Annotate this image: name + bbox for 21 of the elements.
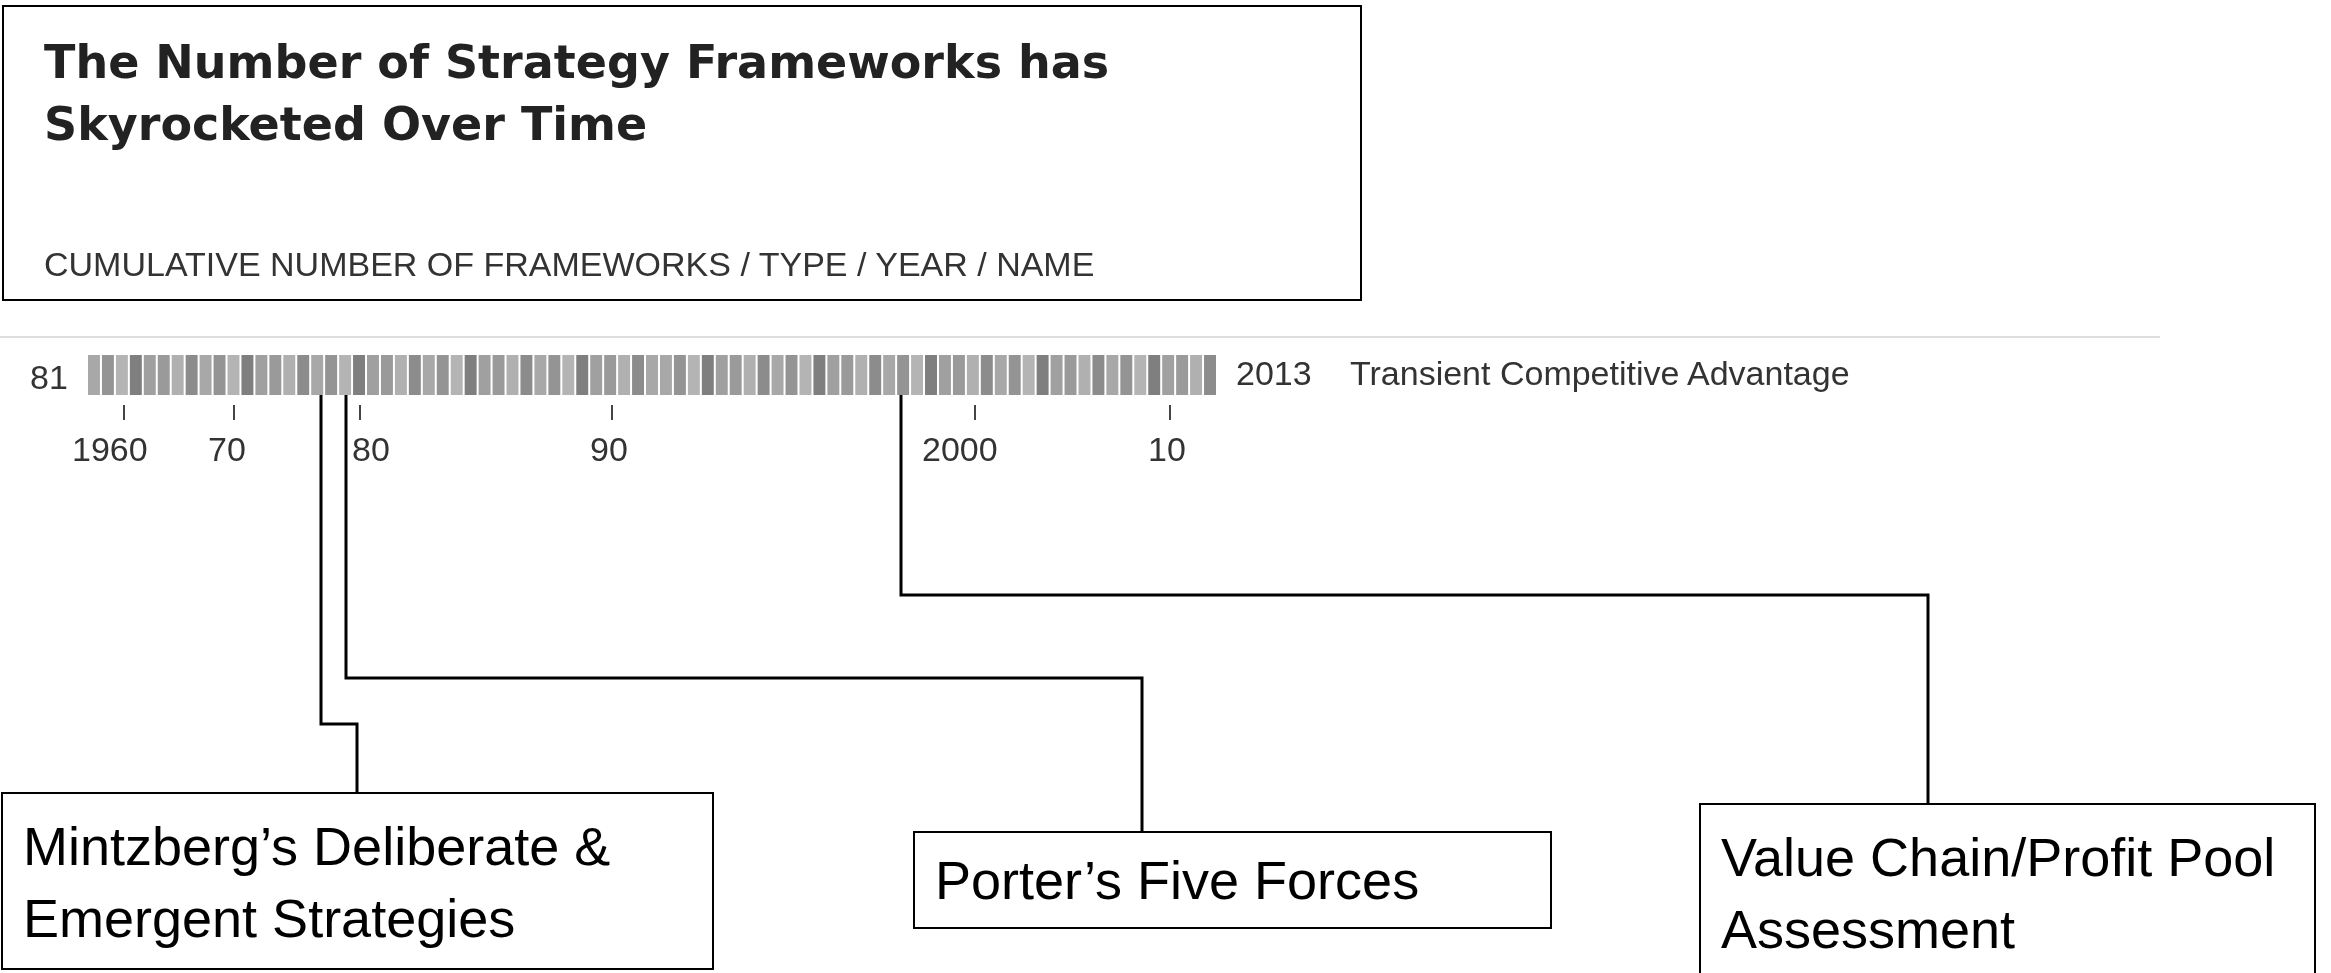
axis-tick-label: 2000 bbox=[922, 429, 998, 470]
count-label: 81 bbox=[30, 357, 68, 398]
framework-label: Transient Competitive Advantage bbox=[1350, 353, 1850, 394]
axis-tick-label: 90 bbox=[590, 429, 628, 470]
axis-tick-label: 70 bbox=[208, 429, 246, 470]
title-card bbox=[2, 5, 1362, 301]
callout-box bbox=[1, 792, 714, 970]
callout-box bbox=[1699, 803, 2316, 973]
axis-tick-label: 80 bbox=[352, 429, 390, 470]
leader-line bbox=[899, 395, 1930, 803]
leader-line bbox=[319, 395, 359, 792]
chart-title: The Number of Strategy Frameworks has Skyrocketed Over Time bbox=[44, 34, 1111, 153]
year-label: 2013 bbox=[1236, 353, 1312, 394]
leader-line bbox=[344, 395, 1144, 831]
callout-text: Porter’s Five Forces bbox=[935, 849, 1421, 912]
chart-subtitle: CUMULATIVE NUMBER OF FRAMEWORKS / TYPE / YEAR / NAME bbox=[44, 244, 1095, 285]
callout-text: Value Chain/Profit Pool Assessment bbox=[1721, 826, 2277, 961]
axis-tick-label: 10 bbox=[1148, 429, 1186, 470]
axis-tick-label: 1960 bbox=[72, 429, 148, 470]
callout-text: Mintzberg’s Deliberate & Emergent Strategies bbox=[23, 815, 612, 950]
callout-box bbox=[913, 831, 1552, 929]
